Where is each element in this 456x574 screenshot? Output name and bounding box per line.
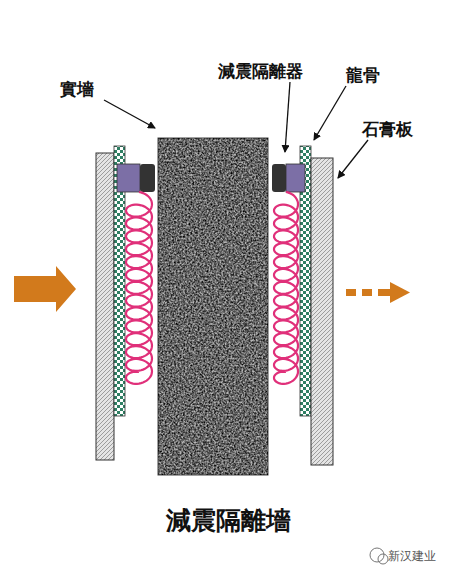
watermark: 新汉建业 (388, 548, 436, 565)
gypsum-board (96, 153, 114, 460)
isolator (286, 164, 305, 192)
leader-arrow (104, 100, 155, 128)
watermark-icon (370, 548, 388, 564)
spring (126, 192, 152, 384)
gypsum-board (311, 158, 333, 465)
part-label: 龍骨 (346, 66, 380, 85)
part-label: 石膏板 (362, 120, 413, 139)
isolator-pad (272, 164, 286, 192)
output-arrow (346, 282, 410, 303)
spring (274, 192, 298, 384)
part-label: 實墻 (60, 80, 94, 99)
input-arrow (14, 266, 76, 312)
solid-wall (158, 138, 268, 475)
wall-texture (158, 138, 268, 475)
leader-arrow (338, 140, 368, 178)
isolator (117, 164, 140, 192)
leader-arrow (314, 86, 346, 140)
leader-arrow (285, 82, 290, 152)
part-label: 減震隔離器 (218, 62, 303, 81)
caption: 減震隔離墻 (0, 504, 456, 537)
isolator-pad (140, 164, 155, 192)
